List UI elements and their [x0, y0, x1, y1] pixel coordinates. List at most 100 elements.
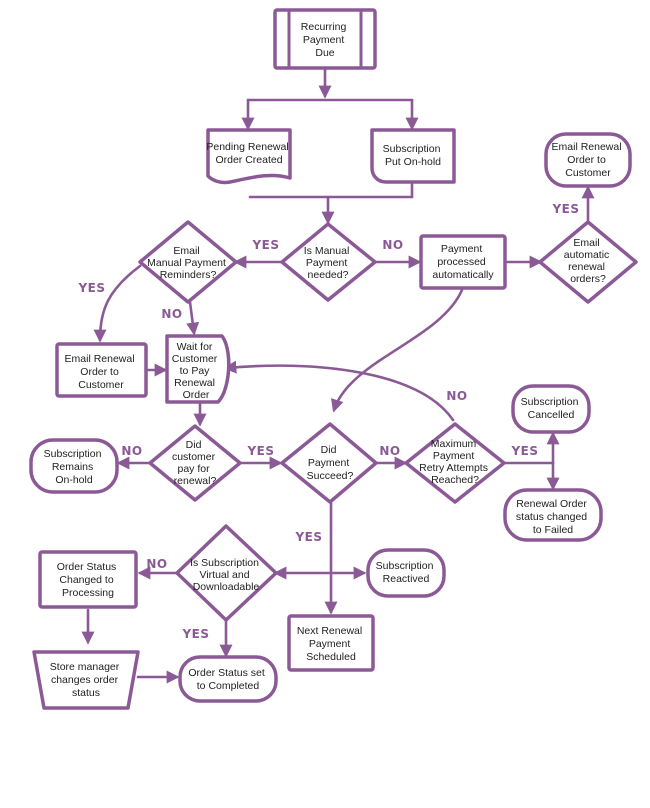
edge-auto-to-succeed-curve — [330, 288, 464, 413]
node-email-automatic-renewal: Email automatic renewal orders? — [538, 220, 638, 304]
wait-line-2: Customer — [172, 353, 218, 365]
edge-labels: YES NO YES YES NO NO NO YES NO YES YES N… — [77, 202, 579, 641]
completed-line-1: Order Status set — [188, 667, 265, 679]
recurring-line-2: Payment — [303, 34, 345, 46]
store-line-2: changes order — [51, 674, 119, 686]
svg-text:Payment processed: Payment processed automatically — [432, 243, 494, 281]
retry-line-3: Retry Attempts — [419, 462, 488, 474]
remains-line-2: Remains — [52, 461, 93, 473]
label-yes-cancel: YES — [510, 444, 538, 458]
svg-text:Renewal Order status cha: Renewal Order status changed to Failed — [516, 498, 590, 536]
node-next-renewal-scheduled: Next Renewal Payment Scheduled — [287, 614, 375, 672]
svg-text:Email Renewal Order to: Email Renewal Order to Customer — [552, 141, 625, 179]
email-auto-line-4: orders? — [570, 273, 606, 285]
paid-line-3: pay for — [177, 463, 210, 475]
succeed-line-3: Succeed? — [307, 470, 354, 482]
edge-reminders-no-down — [186, 300, 200, 336]
store-line-1: Store manager — [50, 661, 120, 673]
manual-line-1: Is Manual — [304, 245, 350, 257]
succeed-line-1: Did — [321, 444, 337, 456]
auto-line-1: Payment — [441, 243, 483, 255]
onhold-line-1: Subscription — [383, 143, 441, 155]
node-order-status-completed: Order Status set to Completed — [178, 655, 278, 703]
label-no-wait: NO — [161, 307, 182, 321]
processing-line-1: Order Status — [57, 561, 117, 573]
node-subscription-put-onhold: Subscription Put On-hold — [370, 128, 456, 184]
email-left-line-2: Order to — [80, 366, 119, 378]
svg-text:Is Manual Payment: Is Manual Payment needed? — [304, 245, 352, 281]
node-payment-processed-auto: Payment processed automatically — [419, 234, 507, 290]
svg-text:Email Manual Payment: Email Manual Payment Reminders? — [147, 245, 229, 281]
pending-line-2: Order Created — [215, 154, 282, 166]
wait-line-5: Order — [183, 389, 210, 401]
node-email-renewal-order-top: Email Renewal Order to Customer — [544, 132, 632, 188]
svg-text:Subscription Remains: Subscription Remains On-hold — [44, 448, 105, 486]
node-max-retry-attempts: Maximum Payment Retry Attempts Reached? — [404, 422, 506, 504]
virtual-line-1: Is Subscription — [190, 557, 259, 569]
node-is-manual-payment-needed: Is Manual Payment needed? — [280, 222, 377, 302]
retry-line-1: Maximum — [431, 438, 477, 450]
node-subscription-cancelled: Subscription Cancelled — [511, 384, 591, 434]
processing-line-2: Changed to — [59, 574, 113, 586]
edge-retry-no-loop — [223, 360, 455, 422]
node-recurring-payment-due: Recurring Payment Due — [273, 8, 377, 70]
svg-text:Store manager changes or: Store manager changes order status — [50, 661, 122, 699]
email-top-line-1: Email Renewal — [552, 141, 622, 153]
svg-text:Subscription Reactived: Subscription Reactived — [376, 560, 437, 585]
svg-text:Email Renewal Order to: Email Renewal Order to Customer — [65, 353, 138, 391]
manual-line-2: Payment — [306, 257, 348, 269]
paid-line-2: customer — [172, 451, 216, 463]
node-renewal-order-failed: Renewal Order status changed to Failed — [503, 488, 603, 542]
svg-text:Pending Renewal Order Cr: Pending Renewal Order Created — [206, 141, 291, 166]
wait-line-1: Wait for — [177, 341, 213, 353]
node-order-status-processing: Order Status Changed to Processing — [38, 550, 138, 609]
node-wait-for-customer: Wait for Customer to Pay Renewal Order — [165, 334, 231, 404]
succeed-line-2: Payment — [308, 457, 350, 469]
label-yes-email-auto: YES — [551, 202, 579, 216]
node-virtual-downloadable: Is Subscription Virtual and Downloadable — [175, 524, 278, 622]
email-left-line-3: Customer — [78, 379, 124, 391]
svg-text:Subscription Cancelled: Subscription Cancelled — [521, 396, 582, 421]
svg-text:Wait for Customer: Wait for Customer to Pay Renewal Order — [172, 341, 220, 401]
retry-line-2: Payment — [433, 450, 475, 462]
reminders-line-1: Email — [173, 245, 199, 257]
next-line-3: Scheduled — [306, 651, 356, 663]
edges — [81, 68, 595, 684]
paid-line-1: Did — [186, 439, 202, 451]
svg-text:Is Subscription Virtual: Is Subscription Virtual and Downloadable — [190, 557, 262, 593]
cancelled-line-1: Subscription — [521, 396, 579, 408]
completed-line-2: to Completed — [197, 680, 260, 692]
email-auto-line-2: automatic — [564, 249, 610, 261]
node-email-manual-reminders: Email Manual Payment Reminders? — [138, 220, 238, 304]
node-did-payment-succeed: Did Payment Succeed? — [280, 422, 378, 504]
recurring-line-3: Due — [315, 47, 334, 59]
edge-reminders-yes-curve — [93, 264, 142, 343]
remains-line-1: Subscription — [44, 448, 102, 460]
svg-text:Order Status Changed to: Order Status Changed to Processing — [57, 561, 119, 599]
next-line-2: Payment — [309, 638, 351, 650]
svg-text:Subscription Put On-hold: Subscription Put On-hold — [383, 143, 444, 168]
svg-text:Did customer pay f: Did customer pay for renewal? — [172, 439, 218, 487]
failed-line-2: status changed — [516, 511, 587, 523]
label-no-processing: NO — [146, 557, 167, 571]
svg-text:Did Payment Succee: Did Payment Succeed? — [307, 444, 354, 482]
label-yes-completed: YES — [181, 627, 209, 641]
label-yes-reactivate: YES — [294, 530, 322, 544]
retry-line-4: Reached? — [431, 474, 479, 486]
failed-line-3: to Failed — [533, 524, 573, 536]
virtual-line-3: Downloadable — [193, 581, 260, 593]
auto-line-2: processed — [437, 256, 486, 268]
label-no-retry: NO — [379, 444, 400, 458]
node-pending-renewal-order: Pending Renewal Order Created — [206, 128, 292, 185]
virtual-line-2: Virtual and — [200, 569, 250, 581]
label-no-auto: NO — [382, 238, 403, 252]
onhold-line-2: Put On-hold — [385, 156, 441, 168]
reminders-line-2: Manual Payment — [147, 257, 226, 269]
store-line-3: status — [72, 687, 100, 699]
email-auto-line-3: renewal — [568, 261, 605, 273]
label-no-remains: NO — [121, 444, 142, 458]
node-did-customer-pay: Did customer pay for renewal? — [148, 424, 242, 502]
next-line-1: Next Renewal — [297, 625, 362, 637]
